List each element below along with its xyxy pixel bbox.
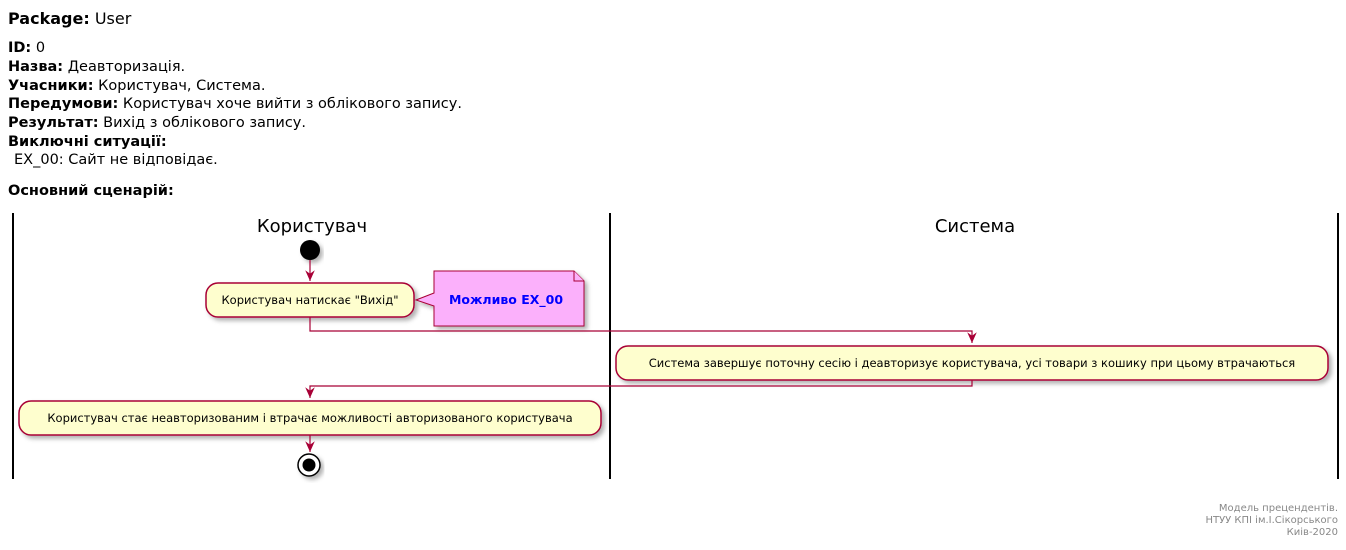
field-value: Вихід з облікового запису.	[103, 115, 306, 131]
field-id: ID: 0	[8, 40, 45, 56]
field-preconditions: Передумови: Користувач хоче вийти з облі…	[8, 96, 462, 112]
footer-line-2: НТУУ КПІ ім.І.Сікорського	[1205, 515, 1338, 526]
field-result: Результат: Вихід з облікового запису.	[8, 115, 306, 131]
footer: Модель прецендентів. НТУУ КПІ ім.І.Сікор…	[1205, 503, 1338, 539]
main-scenario-label: Основний сценарій:	[8, 183, 174, 199]
field-value: 0	[35, 40, 46, 56]
package-title: Package: User	[8, 9, 131, 28]
package-value: User	[94, 9, 132, 28]
package-label: Package:	[8, 9, 90, 28]
field-name: Назва: Деавторизація.	[8, 59, 185, 75]
field-value: Користувач хоче вийти з облікового запис…	[122, 96, 462, 112]
field-participants: Учасники: Користувач, Система.	[8, 78, 265, 94]
field-value: Користувач, Система.	[98, 78, 266, 94]
field-value: Деавторизація.	[67, 59, 186, 75]
action-user-result-label: Користувач стає неавторизованим і втрача…	[47, 411, 572, 425]
footer-line-3: Киів-2020	[1286, 527, 1338, 538]
field-label: Результат:	[8, 115, 99, 131]
footer-line-1: Модель прецендентів.	[1218, 503, 1338, 514]
end-node	[297, 453, 321, 477]
field-label: Виключні ситуації:	[8, 134, 167, 150]
action-system-label: Система завершує поточну сесію і деавтор…	[649, 356, 1295, 370]
lane-title-user: Користувач	[257, 216, 367, 237]
lane-title-system: Система	[935, 216, 1015, 237]
field-label: Назва:	[8, 59, 64, 75]
flow-system-to-result	[305, 380, 973, 398]
note-fold	[573, 271, 584, 282]
note-text: Можливо EX_00	[449, 292, 563, 308]
field-exceptions: Виключні ситуації:	[8, 134, 167, 150]
exception-ex00: EX_00: Сайт не відповідає.	[14, 152, 218, 168]
field-label: ID:	[8, 40, 32, 56]
action-user-click-label: Користувач натискає "Вихід"	[222, 293, 399, 307]
start-node	[300, 240, 320, 260]
flow-click-to-system	[309, 317, 977, 343]
field-label: Передумови:	[8, 96, 119, 112]
field-label: Учасники:	[8, 78, 94, 94]
